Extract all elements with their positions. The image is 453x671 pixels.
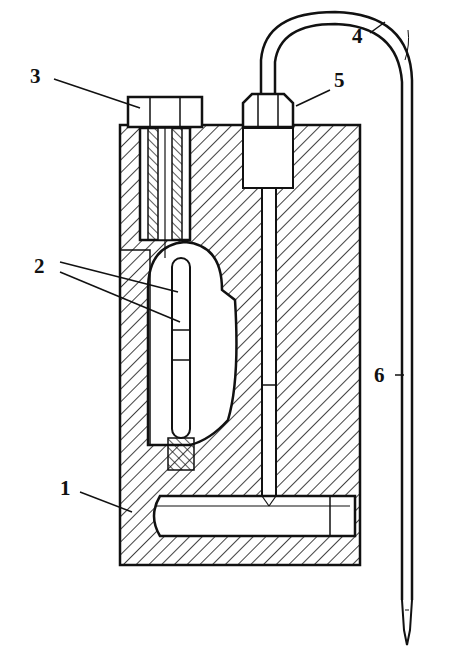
callout-number: 3 (30, 66, 41, 87)
housing (120, 94, 360, 565)
callout-number: 6 (374, 365, 385, 386)
callout-number: 5 (334, 70, 345, 91)
probe-tip (402, 600, 412, 645)
callout-number: 1 (60, 478, 71, 499)
leader-lines (54, 22, 404, 512)
callout-number: 2 (34, 256, 45, 277)
capillary (261, 12, 412, 645)
callout-number: 4 (352, 26, 363, 47)
